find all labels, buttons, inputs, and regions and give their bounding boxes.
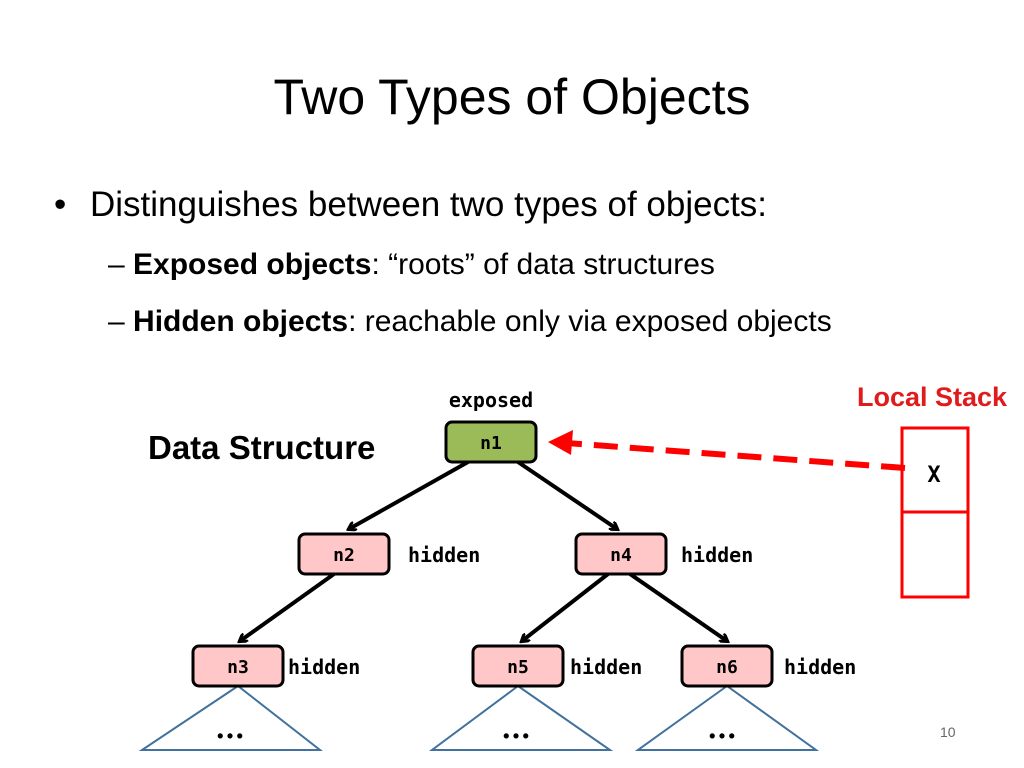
sub-bullet-rest: : “roots” of data structures <box>371 248 715 281</box>
sub-bullet-marker: – <box>108 305 125 338</box>
stack-slot-bottom <box>900 510 970 599</box>
hidden-tag: hidden <box>288 655 360 679</box>
subtree-ellipsis: ... <box>501 712 530 745</box>
edge-n2-n3 <box>240 572 336 641</box>
edge-n1-n2 <box>349 460 469 529</box>
slide-title: Two Types of Objects <box>273 69 751 125</box>
sub-bullet-term: Hidden objects <box>133 305 349 338</box>
node-label: n6 <box>716 657 738 678</box>
subtree-triangle <box>428 684 614 751</box>
diagram-heading: Data Structure <box>148 429 375 466</box>
node-n4 <box>574 532 668 576</box>
subtree-ellipsis: ... <box>215 712 244 745</box>
sub-bullet-rest: : reachable only via exposed objects <box>348 305 832 338</box>
stack-slot-value: X <box>927 463 940 488</box>
main-bullet: • Distinguishes between two types of obje… <box>54 180 767 230</box>
hidden-tag: hidden <box>570 655 642 679</box>
node-n2 <box>297 532 391 576</box>
sub-bullet-exposed: – Exposed objects: “roots” of data struc… <box>108 245 715 285</box>
node-label: n1 <box>480 433 502 454</box>
stack-reference-arrow <box>565 440 906 471</box>
hidden-tag: hidden <box>408 543 480 567</box>
node-label: n2 <box>333 545 355 566</box>
node-n5 <box>471 644 565 688</box>
sub-bullet-marker: – <box>108 248 125 281</box>
edge-n4-n5 <box>522 572 610 641</box>
bullet-marker: • <box>54 185 67 224</box>
exposed-label: exposed <box>449 388 533 412</box>
subtree-triangle <box>634 684 820 751</box>
arrowhead-icon <box>548 430 573 455</box>
stack-slot-top <box>900 426 970 514</box>
node-n1 <box>444 420 538 464</box>
node-n6 <box>680 644 774 688</box>
edge-n1-n4 <box>516 460 617 529</box>
node-label: n3 <box>227 657 249 678</box>
hidden-tag: hidden <box>681 543 753 567</box>
node-label: n4 <box>610 545 632 566</box>
main-bullet-text: Distinguishes between two types of objec… <box>90 185 768 224</box>
sub-bullet-hidden: – Hidden objects: reachable only via exp… <box>108 302 832 342</box>
local-stack-title: Local Stack <box>857 382 1008 412</box>
hidden-tag: hidden <box>784 655 856 679</box>
subtree-triangle <box>138 684 323 751</box>
edge-n4-n6 <box>628 572 727 641</box>
sub-bullet-term: Exposed objects <box>133 248 372 281</box>
subtree-ellipsis: ... <box>707 712 736 745</box>
node-n3 <box>191 644 285 688</box>
node-label: n5 <box>507 657 529 678</box>
page-number: 10 <box>940 724 956 740</box>
